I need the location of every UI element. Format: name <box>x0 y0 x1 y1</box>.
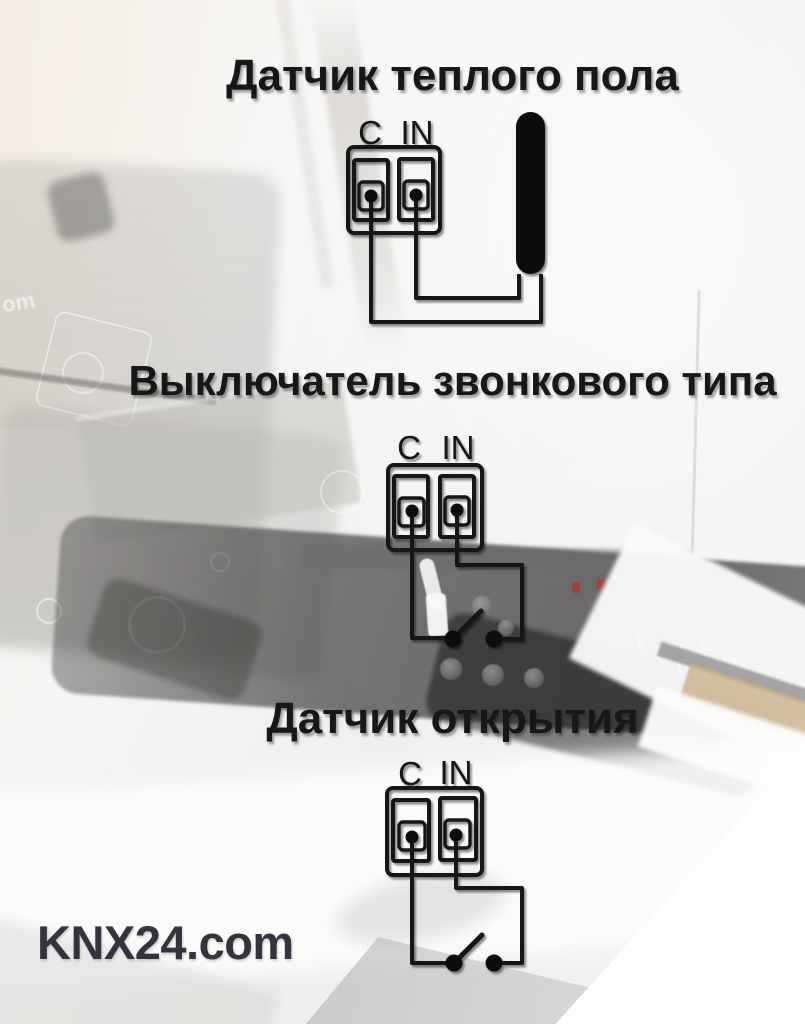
terminal-slot-c <box>392 474 430 539</box>
terminal-label-c: C <box>358 114 382 151</box>
terminal-block <box>385 786 484 877</box>
terminal-clamp-in <box>443 495 471 527</box>
terminal-label-c: C <box>397 429 421 466</box>
terminal-contact-c <box>405 504 419 518</box>
title-opening-sensor: Датчик открытия <box>266 694 639 743</box>
terminal-slot-in <box>438 474 476 539</box>
wire-in-to-switch <box>455 510 524 641</box>
temperature-probe-icon <box>516 112 545 274</box>
terminal-block <box>386 463 484 552</box>
diagram-opening-sensor: C IN <box>385 754 524 972</box>
terminal-slot-in <box>397 157 435 222</box>
terminal-contact-c <box>405 830 419 844</box>
wire-c-to-probe <box>369 196 543 324</box>
wire-in-to-probe <box>414 195 521 300</box>
title-floor-heating-sensor: Датчик теплого пола <box>226 51 679 100</box>
terminal-clamp-in <box>402 179 430 211</box>
terminal-contact-in <box>450 503 464 517</box>
diagram-bell-type-switch: C IN <box>386 429 524 648</box>
wire-c-to-switch <box>410 837 448 965</box>
site-watermark: KNX24.com <box>37 916 294 969</box>
terminal-label-in: IN <box>401 114 434 151</box>
wire-in-to-switch <box>454 835 524 965</box>
terminal-clamp-c <box>397 820 427 852</box>
terminal-label-in: IN <box>442 429 475 466</box>
wire-c-to-switch <box>410 511 447 640</box>
switch-contact-right <box>485 630 503 648</box>
switch-contact-left <box>445 954 463 972</box>
terminal-slot-in <box>438 796 478 862</box>
terminal-label-in: IN <box>440 754 473 791</box>
terminal-clamp-c <box>357 180 385 212</box>
title-bell-type-switch: Выключатель звонкового типа <box>128 357 777 404</box>
switch-contact-left <box>444 630 462 648</box>
terminal-label-c: C <box>398 755 422 792</box>
terminal-contact-in <box>449 828 463 842</box>
terminal-clamp-c <box>397 496 426 528</box>
terminal-slot-c <box>391 798 431 863</box>
terminal-slot-c <box>352 158 390 222</box>
terminal-clamp-in <box>443 818 472 850</box>
switch-contact-right <box>485 954 503 972</box>
terminal-contact-c <box>364 189 378 203</box>
terminal-contact-in <box>409 188 423 202</box>
terminal-block <box>346 145 442 235</box>
diagram-floor-heating-sensor: C IN <box>346 112 545 324</box>
